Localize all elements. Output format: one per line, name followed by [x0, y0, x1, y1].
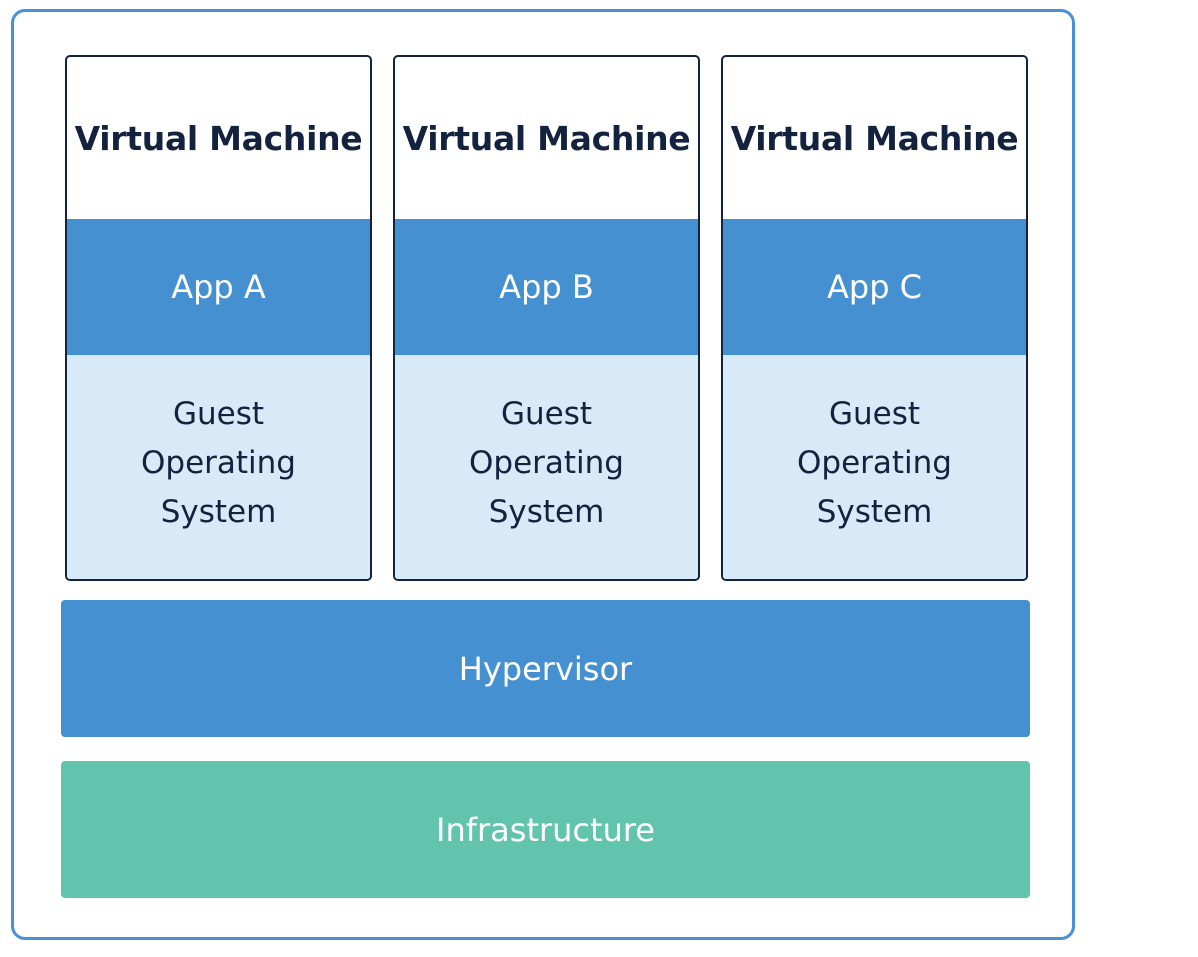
virtual-machine-a: Virtual Machine App A Guest Operating Sy…: [65, 55, 372, 581]
guest-os-layer: Guest Operating System: [67, 355, 370, 579]
vm-title: Virtual Machine: [74, 118, 363, 158]
guest-os-layer: Guest Operating System: [395, 355, 698, 579]
app-c-layer: App C: [723, 219, 1026, 355]
app-b-layer: App B: [395, 219, 698, 355]
guest-os-line: Operating: [797, 444, 952, 481]
guest-os-line: Guest: [500, 395, 593, 432]
guest-os-line: Operating: [141, 444, 296, 481]
guest-os-layer: Guest Operating System: [723, 355, 1026, 579]
vm-title: Virtual Machine: [730, 118, 1019, 158]
guest-os-line: System: [488, 493, 605, 530]
guest-os-line: System: [160, 493, 277, 530]
virtual-machine-b: Virtual Machine App B Guest Operating Sy…: [393, 55, 700, 581]
hypervisor-layer: Hypervisor: [61, 600, 1030, 737]
app-a-layer: App A: [67, 219, 370, 355]
guest-os-line: System: [816, 493, 933, 530]
guest-os-line: Operating: [469, 444, 624, 481]
infrastructure-layer: Infrastructure: [61, 761, 1030, 898]
guest-os-line: Guest: [828, 395, 921, 432]
virtual-machine-c: Virtual Machine App C Guest Operating Sy…: [721, 55, 1028, 581]
guest-os-line: Guest: [172, 395, 265, 432]
vm-title: Virtual Machine: [402, 118, 691, 158]
